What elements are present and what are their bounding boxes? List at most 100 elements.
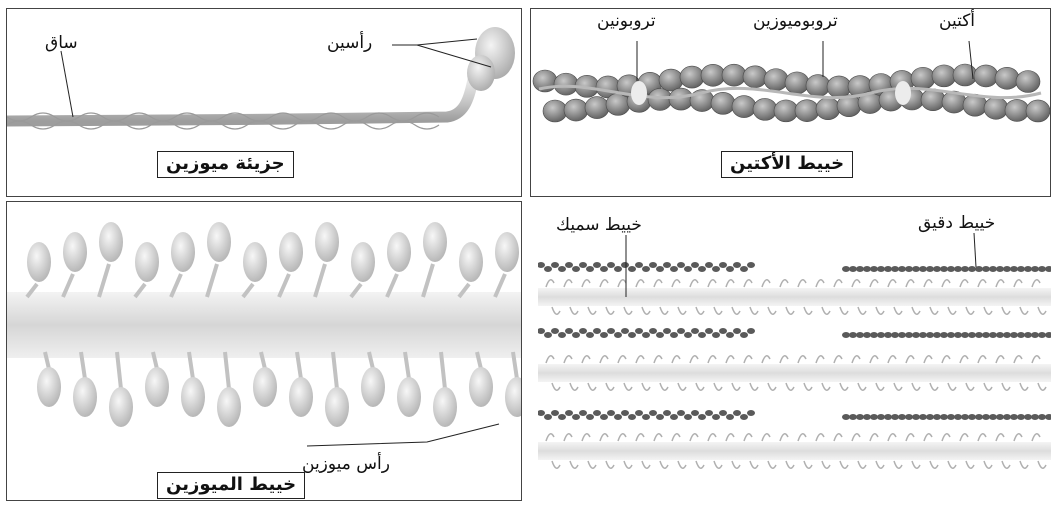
cross-bridge (642, 307, 650, 314)
cross-bridge (924, 434, 932, 441)
actin-filament-caption: خييط الأكتين (721, 151, 853, 178)
myosin-head-icon (99, 222, 123, 262)
thin-filament-bead (691, 262, 699, 268)
cross-bridge (732, 383, 740, 390)
thin-filament-bead (842, 266, 850, 272)
actin-bead (543, 100, 567, 122)
cross-bridge (948, 307, 956, 314)
cross-bridge (690, 434, 698, 441)
thin-filament-bead (684, 332, 692, 338)
thin-filament-bead (982, 414, 990, 420)
cross-bridge (690, 356, 698, 363)
myosin-head-icon (145, 367, 169, 407)
cross-bridge (546, 280, 554, 287)
thin-filament-bead (842, 414, 850, 420)
cross-bridge (858, 383, 866, 390)
cross-bridge (750, 383, 758, 390)
cross-bridge (600, 356, 608, 363)
cross-bridge (744, 356, 752, 363)
cross-bridge (636, 356, 644, 363)
cross-bridge (552, 307, 560, 314)
thin-filament-bead (975, 414, 983, 420)
cross-bridge (840, 383, 848, 390)
thin-filament-bead (712, 332, 720, 338)
filament-array (538, 262, 1051, 468)
thin-filament-bead (989, 332, 997, 338)
thin-filament-bead (870, 266, 878, 272)
leader-line (61, 51, 73, 117)
thin-filament-bead (947, 266, 955, 272)
troponin-label: تروبونين (597, 11, 656, 31)
cross-bridge (960, 280, 968, 287)
thin-filament-bead (996, 266, 1004, 272)
thick-filament-label: خييط سميك (556, 215, 642, 235)
tropomyosin-label: تروبوميوزين (753, 11, 838, 31)
myosin-head-icon (63, 232, 87, 272)
actin-bead (680, 66, 704, 88)
cross-bridge (822, 383, 830, 390)
thin-filament-bead (912, 414, 920, 420)
thin-filament-bead (600, 266, 608, 272)
actin-bead (564, 99, 588, 121)
thin-filament-bead (926, 332, 934, 338)
thin-filament-bead (1003, 266, 1011, 272)
cross-bridge (942, 356, 950, 363)
leader-line (307, 424, 499, 446)
cross-bridge (750, 307, 758, 314)
leader-line (974, 233, 976, 267)
cross-bridge (942, 280, 950, 287)
thin-filament-bead (628, 266, 636, 272)
myosin-molecule-panel: ساق رأسين جزيئة ميوزين (6, 8, 522, 197)
thin-filament-bead (961, 414, 969, 420)
thin-filament-bead (968, 414, 976, 420)
thin-filament-bead (1045, 332, 1051, 338)
cross-bridge (1002, 461, 1010, 468)
thin-filament-bead (719, 410, 727, 416)
cross-bridge (978, 434, 986, 441)
thin-filament-bead (705, 410, 713, 416)
cross-bridge (852, 280, 860, 287)
cross-bridge (906, 434, 914, 441)
myosin-head-icon (387, 232, 411, 272)
myosin-head-icon (279, 232, 303, 272)
sarcomere-illustration (538, 201, 1051, 499)
thin-filament-bead (996, 332, 1004, 338)
cross-bridge (1032, 434, 1040, 441)
myosin-head-icon (469, 367, 493, 407)
thin-filament-bead (635, 410, 643, 416)
actin-bead (785, 72, 809, 94)
thin-filament-bead (849, 332, 857, 338)
cross-bridge (624, 307, 632, 314)
thin-filament-bead (586, 414, 594, 420)
thin-filament-bead (856, 266, 864, 272)
thin-filament-bead (747, 262, 755, 268)
cross-bridge (816, 356, 824, 363)
cross-bridge (570, 307, 578, 314)
myosin-head-icon (73, 377, 97, 417)
cross-bridge (546, 434, 554, 441)
cross-bridge (888, 434, 896, 441)
cross-bridge (834, 434, 842, 441)
actin-bead (1005, 99, 1029, 121)
thin-filament-bead (565, 410, 573, 416)
myosin-head-icon (109, 387, 133, 427)
heads-label: رأسين (327, 33, 372, 53)
thin-filament-bead (747, 410, 755, 416)
cross-bridge (570, 461, 578, 468)
cross-bridge (744, 280, 752, 287)
troponin-icon (895, 81, 911, 105)
thin-filament-bead (1031, 266, 1039, 272)
cross-bridge (1002, 383, 1010, 390)
thin-filament-bead (733, 328, 741, 334)
cross-bridge (840, 461, 848, 468)
myosin-head-icon (217, 387, 241, 427)
cross-bridge (660, 461, 668, 468)
thin-filament-bead (1024, 332, 1032, 338)
thin-filament-bead (719, 328, 727, 334)
thin-filament-bead (954, 414, 962, 420)
thin-filament-bead (982, 332, 990, 338)
cross-bridge (780, 280, 788, 287)
thin-filament-bead (849, 266, 857, 272)
cross-bridge (768, 461, 776, 468)
myosin-head-icon (243, 242, 267, 282)
